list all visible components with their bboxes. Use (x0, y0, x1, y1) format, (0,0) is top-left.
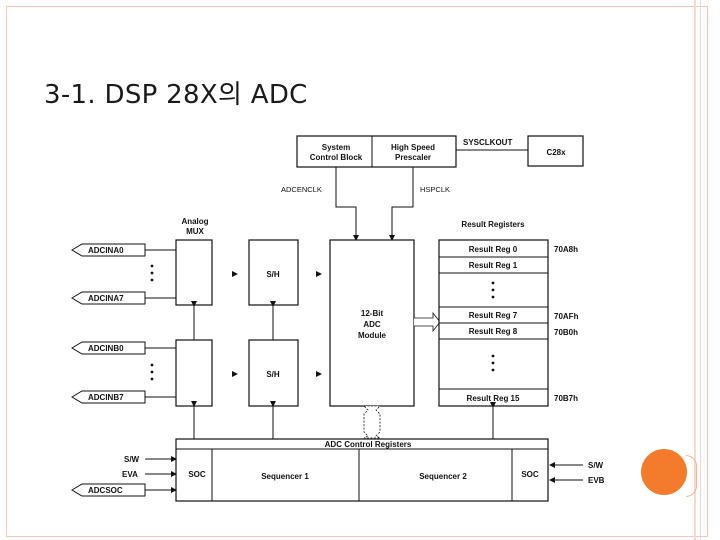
adc-module-label-1: 12-Bit (361, 309, 384, 318)
c28x-label: C28x (546, 148, 566, 157)
addr-70af: 70AFh (554, 312, 579, 321)
eva-label: EVA (122, 470, 138, 479)
system-control-label-2: Control Block (310, 153, 363, 162)
adcina0-label: ADCINA0 (88, 246, 124, 255)
result-reg-15-label: Result Reg 15 (467, 394, 520, 403)
adc-module-label-2: ADC (363, 320, 381, 329)
sw-left-label: S/W (124, 455, 140, 464)
sysclkout-label: SYSCLKOUT (463, 138, 512, 147)
adcsoc-label: ADCSOC (88, 486, 123, 495)
sequencer-1-label: Sequencer 1 (261, 472, 309, 481)
sample-hold-a (248, 239, 299, 306)
analog-mux-b (175, 339, 213, 407)
sh-top-label: S/H (266, 270, 280, 279)
adcina7-label: ADCINA7 (88, 294, 124, 303)
decorative-orange-circle (641, 449, 687, 495)
soc-right-label: SOC (521, 470, 539, 479)
system-control-label-1: System (322, 143, 350, 152)
hspclk-label: HSPCLK (420, 185, 450, 194)
c28x-block (527, 135, 584, 167)
sample-hold-b (248, 339, 299, 407)
evb-label: EVB (588, 476, 605, 485)
adc-module (329, 239, 415, 407)
addr-70b0: 70B0h (554, 328, 578, 337)
sw-right-label: S/W (588, 461, 604, 470)
adc-module-label-3: Module (358, 331, 387, 340)
result-registers-label: Result Registers (461, 220, 525, 229)
result-reg-8-label: Result Reg 8 (469, 327, 518, 336)
prescaler-label-1: High Speed (391, 143, 435, 152)
adcinb0-label: ADCINB0 (88, 344, 124, 353)
sh-bottom-label: S/H (266, 370, 280, 379)
analog-mux-label-1: Analog (181, 217, 208, 226)
slide-decor-rule-thin (700, 0, 701, 540)
soc-left-label: SOC (188, 470, 206, 479)
adc-control-registers-label: ADC Control Registers (325, 440, 412, 449)
system-control-block (296, 135, 457, 168)
analog-mux-a (175, 239, 213, 306)
adcenclk-label: ADCENCLK (281, 185, 322, 194)
result-reg-7-label: Result Reg 7 (469, 311, 518, 320)
addr-70b7: 70B7h (554, 394, 578, 403)
analog-mux-label-2: MUX (186, 227, 204, 236)
prescaler-label-2: Prescaler (395, 153, 431, 162)
slide-frame (6, 6, 708, 537)
slide-title: 3-1. DSP 28X의 ADC (44, 80, 308, 110)
addr-70a8: 70A8h (554, 245, 578, 254)
result-reg-0-label: Result Reg 0 (469, 245, 518, 254)
slide-decor-rule (694, 0, 696, 540)
result-reg-1-label: Result Reg 1 (469, 261, 518, 270)
adcinb7-label: ADCINB7 (88, 393, 124, 402)
sequencer-2-label: Sequencer 2 (419, 472, 467, 481)
